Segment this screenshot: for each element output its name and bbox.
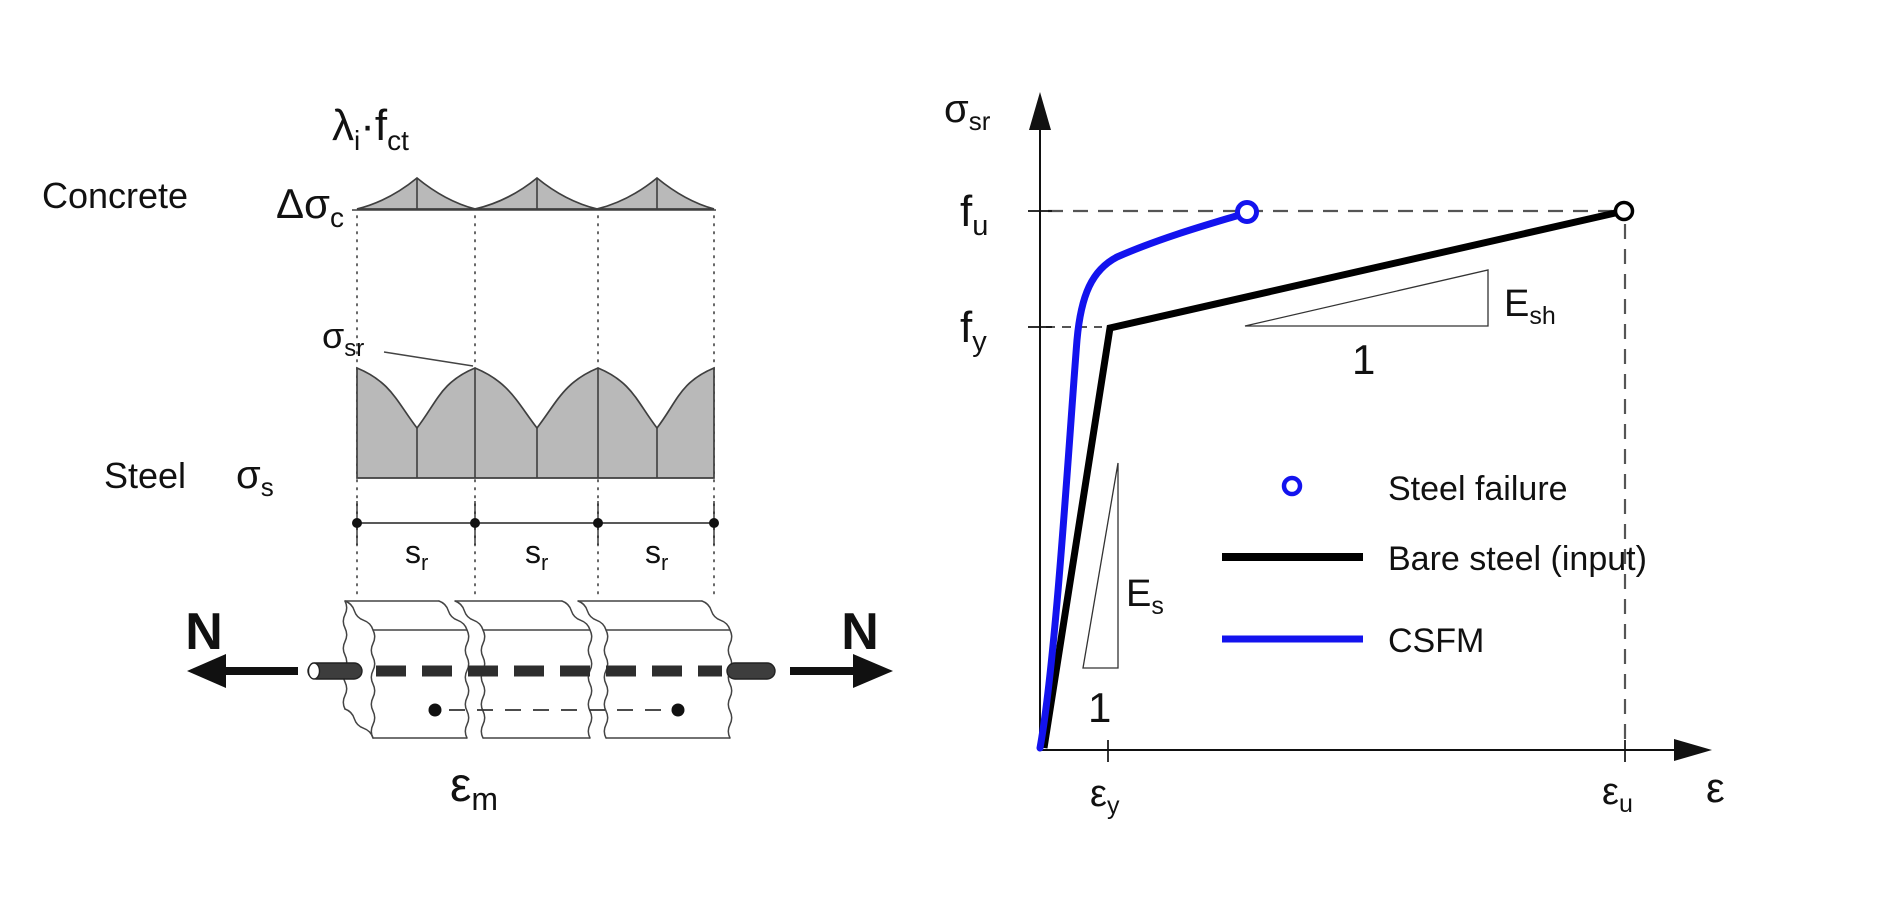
steel-stress-plot [356, 351, 715, 479]
concrete-peak-verticals [416, 178, 658, 209]
legend-label-bare-steel: Bare steel (input) [1388, 540, 1647, 578]
y-axis-label: σsr [944, 87, 991, 136]
spacing-label-sr: sr [405, 534, 428, 575]
crack-spacing-dimension [352, 501, 719, 545]
crack-face-wavy [727, 629, 733, 739]
eps-u-tick-label: εu [1602, 771, 1633, 818]
x-axis-label: ε [1706, 764, 1725, 811]
crack-face-wavy [464, 629, 470, 739]
Esh-unit-base-label: 1 [1352, 336, 1375, 383]
crack-face-wavy [454, 600, 484, 631]
legend-label-steel-failure: Steel failure [1388, 470, 1568, 508]
steel-crack-verticals [474, 368, 599, 478]
rebar-cross-section [307, 662, 321, 680]
bare-steel-failure-marker [1613, 200, 1635, 222]
arrow-head-right [853, 654, 893, 688]
concrete-stress-plot [352, 176, 716, 211]
sigma-sr-leader-line [383, 351, 474, 367]
crack-face-wavy [370, 629, 376, 739]
Es-label: Es [1126, 573, 1164, 620]
crack-face-wavy [587, 629, 593, 739]
chart-legend: Steel failure Bare steel (input) CSFM [1222, 470, 1647, 660]
concrete-row-label: Concrete [42, 175, 188, 216]
concrete-stress-hump [596, 176, 715, 210]
gauge-dot [671, 703, 685, 717]
arrow-head-left [187, 654, 226, 688]
sigma-sr-label: σsr [322, 315, 364, 362]
force-label-left: N [185, 603, 223, 661]
crack-face-wavy [342, 600, 348, 710]
crack-face-wavy [344, 600, 374, 631]
crack-face-wavy [701, 600, 731, 631]
fu-tick-label: fu [960, 187, 988, 242]
cracked-member-sketch [187, 600, 893, 739]
csfm-failure-marker [1235, 200, 1259, 224]
mean-strain-gauge [428, 703, 685, 717]
dimension-dot [593, 518, 603, 528]
lambda-fct-label: λi·fct [332, 101, 409, 156]
epsilon-m-label: εm [450, 759, 498, 817]
delta-sigma-c-label: Δσc [276, 180, 344, 233]
dimension-dot [352, 518, 362, 528]
Es-slope-triangle [1082, 462, 1119, 669]
Esh-slope-triangle [1244, 269, 1489, 327]
dimension-dot [709, 518, 719, 528]
spacing-label-sr: sr [525, 534, 548, 575]
crack-face-wavy [561, 600, 591, 631]
csfm-curve [1036, 209, 1250, 752]
crack-face-wavy [577, 600, 607, 631]
legend-label-csfm: CSFM [1388, 622, 1484, 660]
sigma-s-label: σs [236, 453, 274, 502]
spacing-label-sr: sr [645, 534, 668, 575]
eps-y-tick-label: εy [1090, 773, 1120, 820]
legend-marker-steel-failure [1281, 475, 1303, 497]
left-panel: Concrete Δσc λi·fct σsr Steel σs sr sr s… [42, 101, 893, 817]
bare-steel-curve [1040, 207, 1625, 749]
steel-row-label: Steel [104, 455, 186, 496]
crack-face-wavy [438, 600, 468, 631]
crack-face-wavy [344, 708, 374, 739]
force-label-right: N [841, 603, 879, 661]
concrete-stress-hump [356, 176, 476, 210]
rebar-end-cylinder-right [726, 662, 776, 680]
steel-valley-verticals [416, 428, 658, 478]
steel-stress-shape [356, 366, 715, 479]
Es-unit-base-label: 1 [1088, 684, 1111, 731]
axial-force-arrow-right [790, 654, 893, 688]
fy-tick-label: fy [960, 303, 987, 358]
stress-strain-chart: σsr ε fu fy Es 1 Esh 1 εy εu Steel failu… [944, 87, 1725, 820]
Esh-label: Esh [1504, 283, 1556, 330]
x-axis-arrowhead [1674, 739, 1712, 761]
y-axis-arrowhead [1029, 92, 1051, 130]
crack-face-wavy [603, 629, 609, 739]
dimension-dot [470, 518, 480, 528]
crack-face-wavy [480, 629, 486, 739]
concrete-stress-hump [474, 176, 598, 210]
axial-force-arrow-left [187, 654, 298, 688]
axis-ticks [1028, 210, 1626, 762]
rebar [307, 662, 776, 680]
gauge-dot [428, 703, 442, 717]
